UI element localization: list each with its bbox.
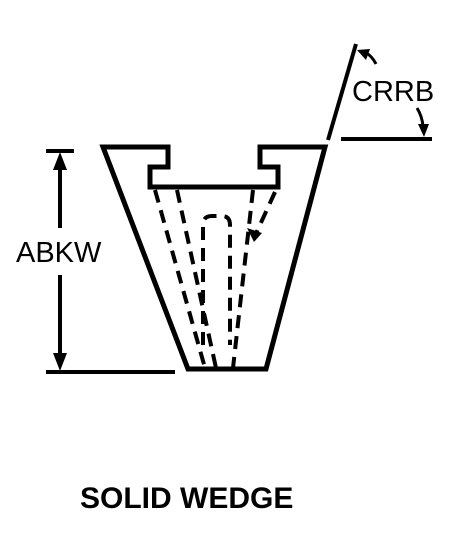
hidden-line-left-outer xyxy=(153,189,207,369)
angle-arrow-lower xyxy=(418,124,429,137)
angle-arrow-upper xyxy=(357,49,370,60)
hidden-line-right-diagonal xyxy=(252,191,277,239)
hidden-line-arrowhead xyxy=(247,228,262,242)
height-dimension xyxy=(46,149,175,374)
wedge-outline xyxy=(99,144,329,372)
hidden-slot-u xyxy=(201,214,232,345)
height-arrow-down xyxy=(53,353,67,371)
angle-extension-line xyxy=(326,43,358,141)
angle-label: CRRB xyxy=(352,76,434,108)
angle-arc-lower xyxy=(415,107,425,127)
hidden-line-left-inner xyxy=(175,189,218,369)
hidden-line-right-inner xyxy=(231,189,255,369)
hidden-lines xyxy=(153,189,277,369)
diagram-caption: SOLID WEDGE xyxy=(80,482,293,515)
height-arrow-up xyxy=(53,152,67,170)
height-label: ABKW xyxy=(16,237,102,269)
